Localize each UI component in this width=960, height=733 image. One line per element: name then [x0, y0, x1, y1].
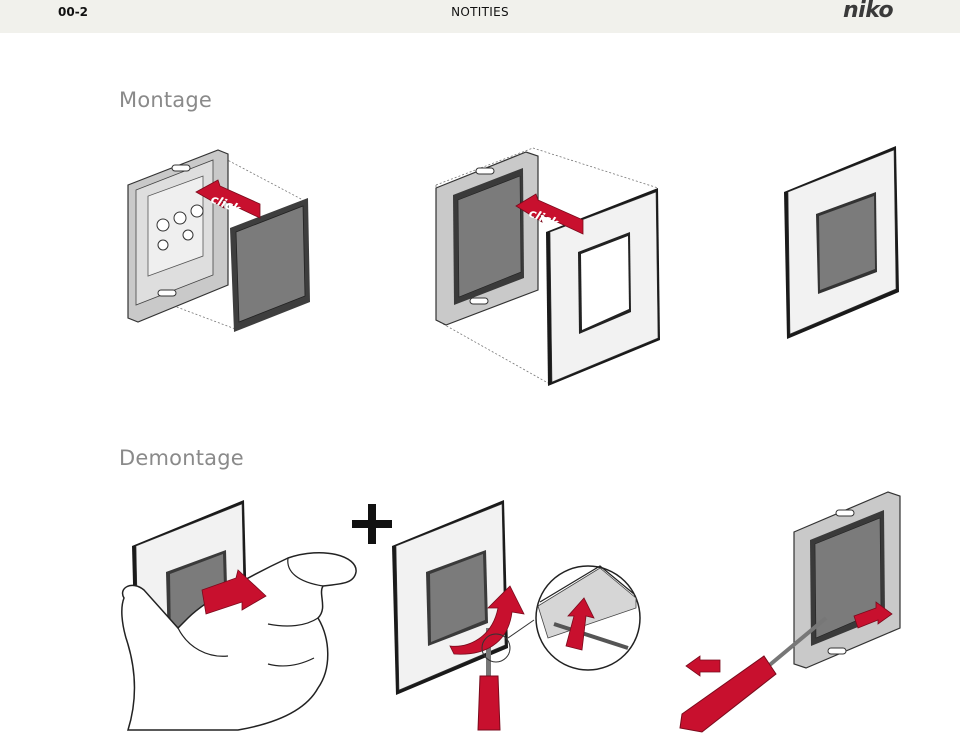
pull-arrow — [201, 569, 267, 615]
mounting-plate — [793, 491, 901, 669]
push-arrow — [685, 655, 721, 677]
niko-logo: niko — [843, 0, 894, 23]
screwdriver-icon — [679, 616, 828, 733]
montage-step-1-illustration: click — [127, 149, 310, 332]
demontage-title: Demontage — [119, 446, 244, 470]
release-arrow — [853, 601, 893, 629]
finished-switch — [784, 146, 899, 339]
montage-step-2-illustration: click — [435, 147, 660, 386]
demontage-step-2-illustration — [392, 500, 641, 731]
mounting-plate — [127, 149, 229, 323]
demontage-step-3-illustration — [679, 491, 901, 733]
mounting-plate — [435, 151, 539, 326]
cover-module — [230, 198, 310, 332]
header-bar: 00-2 NOTITIES niko — [0, 0, 960, 33]
lever-arrow — [449, 585, 525, 655]
detail-magnifier — [535, 565, 641, 671]
demontage-step-1-illustration — [121, 500, 357, 731]
montage-step-3-illustration — [784, 146, 899, 339]
screwdriver-icon — [477, 628, 501, 731]
plus-icon — [352, 504, 392, 544]
montage-title: Montage — [119, 88, 213, 112]
page-code: 00-2 — [58, 5, 89, 19]
cover-frame — [546, 188, 660, 386]
header-title: NOTITIES — [451, 5, 509, 19]
